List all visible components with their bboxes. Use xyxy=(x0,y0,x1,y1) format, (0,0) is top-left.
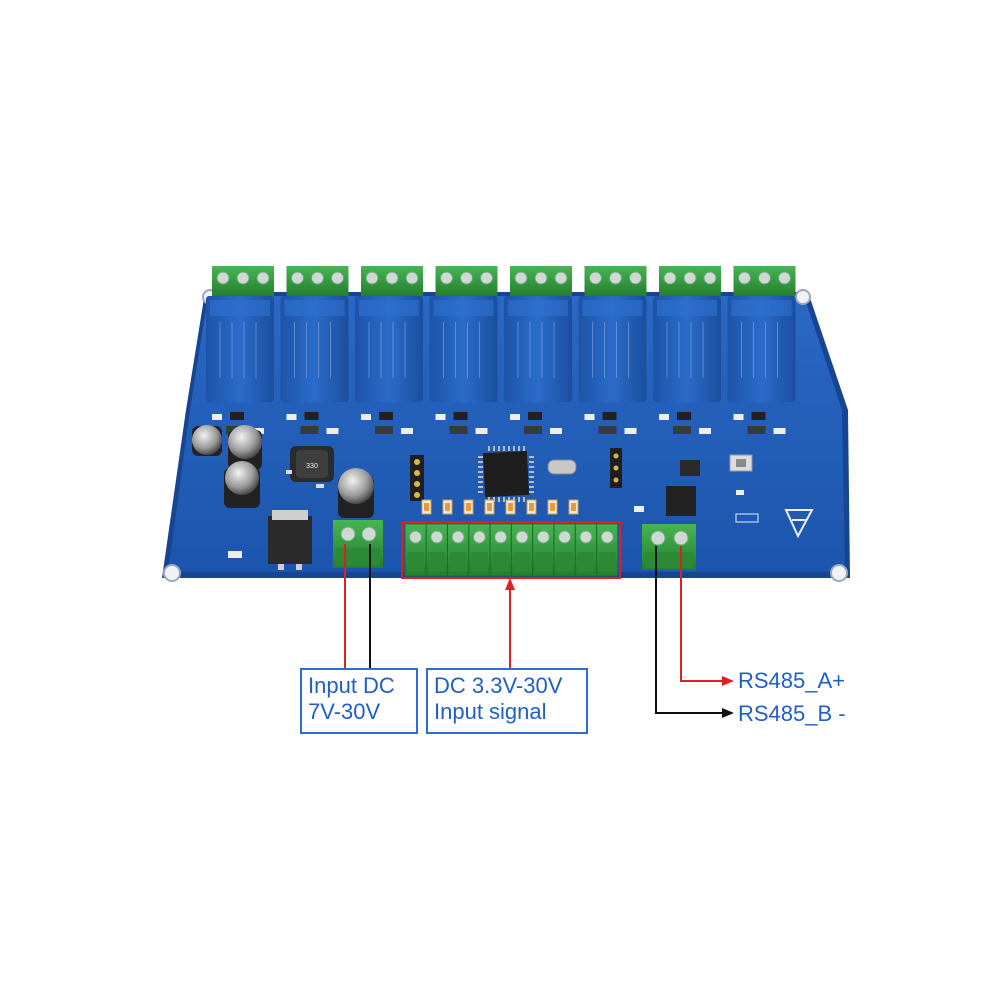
rs485-terminal xyxy=(642,524,696,570)
input-led xyxy=(421,499,432,515)
voltage-regulator xyxy=(268,510,312,570)
wiring xyxy=(344,544,734,718)
input-led xyxy=(526,499,537,515)
input-terminal xyxy=(532,523,555,577)
jumper-header xyxy=(610,448,622,488)
relay-output-terminal xyxy=(435,266,498,296)
signal-input-label-line1: DC 3.3V-30V xyxy=(434,673,563,698)
relay-output-terminal xyxy=(212,266,274,296)
logic-section xyxy=(410,446,814,539)
rs485-a-wire xyxy=(680,546,724,682)
relay xyxy=(355,296,423,402)
input-led xyxy=(505,499,516,515)
relay-driver xyxy=(659,412,711,434)
power-input-label-line1: Input DC xyxy=(308,673,395,698)
input-led xyxy=(442,499,453,515)
rs485-b-label: RS485_B - xyxy=(738,701,846,726)
relay-driver xyxy=(435,412,488,434)
relay-output-terminal xyxy=(584,266,647,296)
power-section: 330 xyxy=(192,425,374,570)
input-indicator-leds xyxy=(421,499,579,515)
capacitor xyxy=(192,425,222,456)
relay-output-terminal xyxy=(659,266,721,296)
signal-input-label-line2: Input signal xyxy=(434,699,547,724)
mcu-chip xyxy=(478,446,534,502)
relay-output-terminal xyxy=(733,266,796,296)
capacitor xyxy=(224,461,260,508)
program-header xyxy=(410,455,424,501)
relay-driver xyxy=(584,412,637,434)
relay xyxy=(727,296,796,402)
input-terminal xyxy=(511,523,533,577)
signal-input-terminals xyxy=(404,523,619,577)
input-terminal xyxy=(596,523,619,577)
input-terminal xyxy=(425,523,448,577)
svg-text:330: 330 xyxy=(306,463,318,470)
input-terminal xyxy=(447,523,470,577)
rs485-a-label: RS485_A+ xyxy=(738,668,846,693)
relay-driver xyxy=(361,412,413,434)
input-terminal xyxy=(404,523,427,577)
power-input-label: Input DC 7V-30V xyxy=(300,668,418,734)
rs485-b-wire xyxy=(655,546,724,714)
vendor-logo xyxy=(784,509,814,539)
input-terminal xyxy=(489,523,512,577)
relay xyxy=(280,296,349,402)
relay-driver xyxy=(286,412,339,434)
relay-driver xyxy=(510,412,562,434)
relay xyxy=(578,296,647,402)
relay-driver xyxy=(733,412,786,434)
inductor: 330 xyxy=(290,446,334,482)
relay-output-terminal xyxy=(361,266,423,296)
rs485-transceiver xyxy=(666,460,700,516)
relay-output-terminals xyxy=(212,266,796,296)
reset-button xyxy=(729,454,753,472)
signal-input-label: DC 3.3V-30V Input signal xyxy=(426,668,588,734)
input-led xyxy=(484,499,495,515)
input-highlight-box xyxy=(401,521,621,579)
input-led xyxy=(547,499,558,515)
relay xyxy=(504,296,572,402)
power-input-label-line2: 7V-30V xyxy=(308,699,381,724)
power-input-terminal xyxy=(333,520,383,568)
input-terminal xyxy=(553,523,576,577)
input-led xyxy=(568,499,579,515)
capacitor xyxy=(228,425,262,470)
crystal xyxy=(547,459,577,475)
capacitor xyxy=(338,468,374,518)
relay-row xyxy=(206,296,796,402)
relay-output-terminal xyxy=(510,266,572,296)
relay xyxy=(206,296,274,402)
input-terminal xyxy=(468,523,491,577)
relay-output-terminal xyxy=(286,266,349,296)
relay xyxy=(653,296,721,402)
input-led xyxy=(463,499,474,515)
input-terminal xyxy=(575,523,597,577)
relay xyxy=(429,296,498,402)
